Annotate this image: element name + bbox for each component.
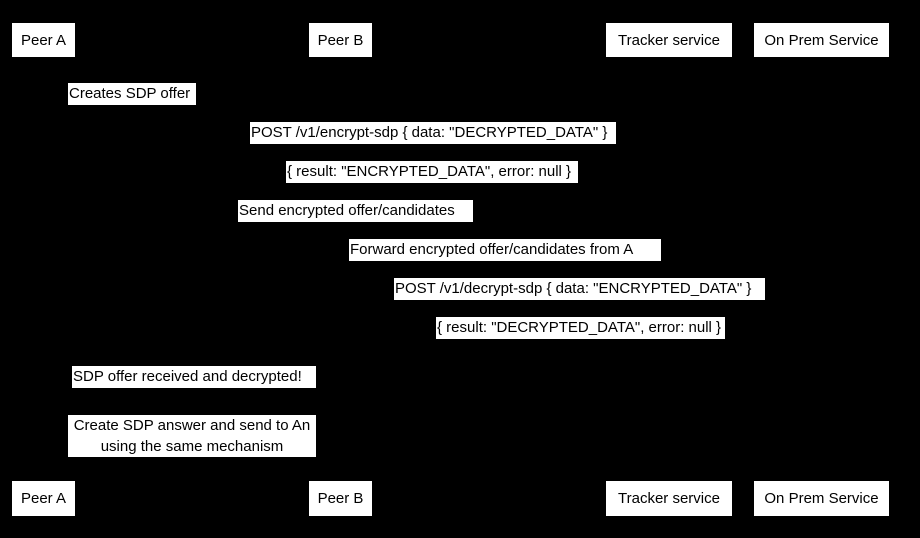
participant-label: On Prem Service [764,490,879,507]
arrow-message-4 [43,219,668,225]
participant-header-on-prem-service[interactable]: On Prem Service [753,22,890,58]
message-text: Creates SDP offer [69,85,191,102]
message-label-post-decrypt-sdp: POST /v1/decrypt-sdp { data: "ENCRYPTED_… [394,278,765,300]
arrow-message-7 [340,336,821,342]
lifeline-peer-b [340,57,341,480]
message-label-forward-encrypted-offer: Forward encrypted offer/candidates from … [349,239,661,261]
lifeline-tracker-service [668,57,669,480]
participant-label: Tracker service [618,31,720,49]
message-text: { result: "DECRYPTED_DATA", error: null … [437,319,722,336]
participant-header-peer-b[interactable]: Peer B [308,22,373,58]
participant-header-peer-a[interactable]: Peer A [11,22,76,58]
arrow-message-5 [340,258,668,264]
message-text: Send encrypted offer/candidates [239,202,455,219]
message-text: { result: "ENCRYPTED_DATA", error: null … [287,163,572,180]
lifeline-on-prem-service [821,57,822,480]
message-label-create-sdp-answer: Create SDP answer and send to An using t… [68,415,316,457]
participant-label: Peer B [317,31,364,49]
participant-label: Peer B [317,490,364,507]
participant-footer-peer-a[interactable]: Peer A [11,480,76,517]
message-text: SDP offer received and decrypted! [73,368,302,385]
message-text: POST /v1/encrypt-sdp { data: "DECRYPTED_… [251,124,608,141]
participant-label: On Prem Service [764,31,879,49]
message-text: Forward encrypted offer/candidates from … [350,241,634,258]
message-label-post-encrypt-sdp: POST /v1/encrypt-sdp { data: "DECRYPTED_… [250,122,616,144]
message-label-encrypt-result: { result: "ENCRYPTED_DATA", error: null … [286,161,578,183]
message-text: POST /v1/decrypt-sdp { data: "ENCRYPTED_… [395,280,752,297]
message-text-line-1: Create SDP answer and send to An [73,417,311,434]
message-label-send-encrypted-offer: Send encrypted offer/candidates [238,200,473,222]
message-label-decrypt-result: { result: "DECRYPTED_DATA", error: null … [436,317,725,339]
lifeline-peer-a [43,57,44,480]
participant-label: Tracker service [618,490,720,507]
participant-label: Peer A [20,490,67,507]
participant-header-tracker-service[interactable]: Tracker service [605,22,733,58]
arrow-message-2 [43,141,821,147]
participant-footer-peer-b[interactable]: Peer B [308,480,373,517]
arrow-message-6 [340,297,821,303]
participant-footer-tracker-service[interactable]: Tracker service [605,480,733,517]
message-text-line-2: using the same mechanism [100,438,284,455]
message-label-creates-sdp-offer: Creates SDP offer [68,83,196,105]
participant-footer-on-prem-service[interactable]: On Prem Service [753,480,890,517]
participant-label: Peer A [20,31,67,49]
message-label-sdp-offer-received: SDP offer received and decrypted! [72,366,316,388]
arrow-message-3 [43,180,821,186]
